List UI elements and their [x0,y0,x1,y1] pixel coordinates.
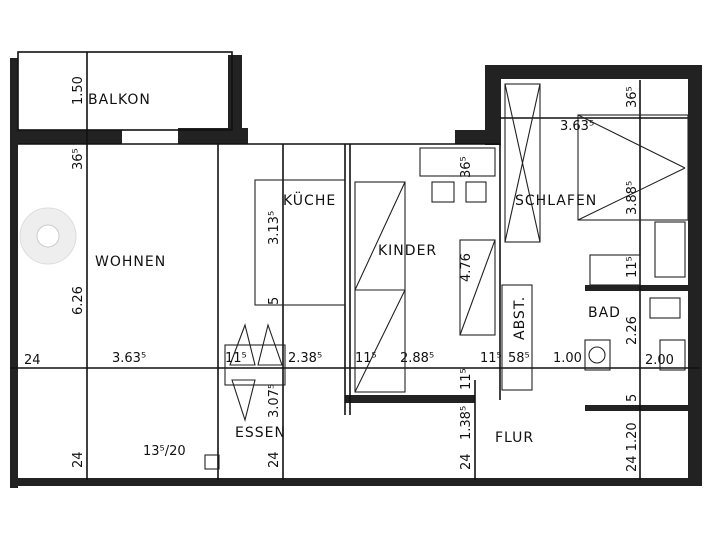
dim-label: 24 [71,451,86,468]
room-essen: ESSEN [235,425,286,441]
room-flur: FLUR [495,430,534,446]
dim-label: 2.38⁵ [288,351,322,366]
window-handle [19,207,77,265]
room-kinder: KINDER [378,243,437,259]
dim-label: 36⁵ [625,86,640,108]
room-labels: BALKON WOHNEN KÜCHE KINDER SCHLAFEN ESSE… [88,92,621,446]
dim-label: 11⁵ [480,351,502,366]
dim-label: 1.50 [71,76,86,105]
dim-label: 5 [625,394,640,402]
room-kueche: KÜCHE [283,191,336,209]
plan-lines [10,51,700,480]
dim-label: 13⁵/20 [143,444,186,459]
dim-label: 3.07⁵ [267,384,282,418]
dim-label: 11⁵ [459,368,474,390]
dim-label: 36⁵ [71,148,86,170]
dim-label: 11⁵ [225,351,247,366]
dim-label: 3.63⁵ [560,119,594,134]
dim-label: 24 [459,453,474,470]
dimension-labels: 1.50 36⁵ 6.26 24 3.63⁵ 3.13⁵ 5 11⁵ 2.38⁵… [24,76,674,472]
dim-label: 24 [267,451,282,468]
walls [10,55,702,488]
dim-label: 24 [24,353,41,368]
dim-label: 3.13⁵ [267,211,282,245]
dim-label: 36⁵ [459,156,474,178]
dim-label: 3.63⁵ [112,351,146,366]
room-balkon: BALKON [88,92,151,108]
dim-label: 5 [267,297,282,305]
dim-label: 58⁵ [508,351,530,366]
dim-label: 3.88⁵ [625,181,640,215]
dim-label: 11⁵ [625,256,640,278]
dim-label: 6.26 [71,286,86,315]
dim-label: 1.38⁵ [459,406,474,440]
dim-label: 4.76 [459,253,474,282]
room-schlafen: SCHLAFEN [515,193,597,209]
room-bad: BAD [588,305,621,321]
dim-label: 1.00 [553,351,582,366]
room-abst: ABST. [512,296,528,340]
dim-label: 11⁵ [355,351,377,366]
dim-label: 24 1.20 [625,422,640,472]
dim-label: 2.26 [625,316,640,345]
room-wohnen: WOHNEN [95,254,166,270]
dim-label: 2.00 [645,353,674,368]
dim-label: 2.88⁵ [400,351,434,366]
